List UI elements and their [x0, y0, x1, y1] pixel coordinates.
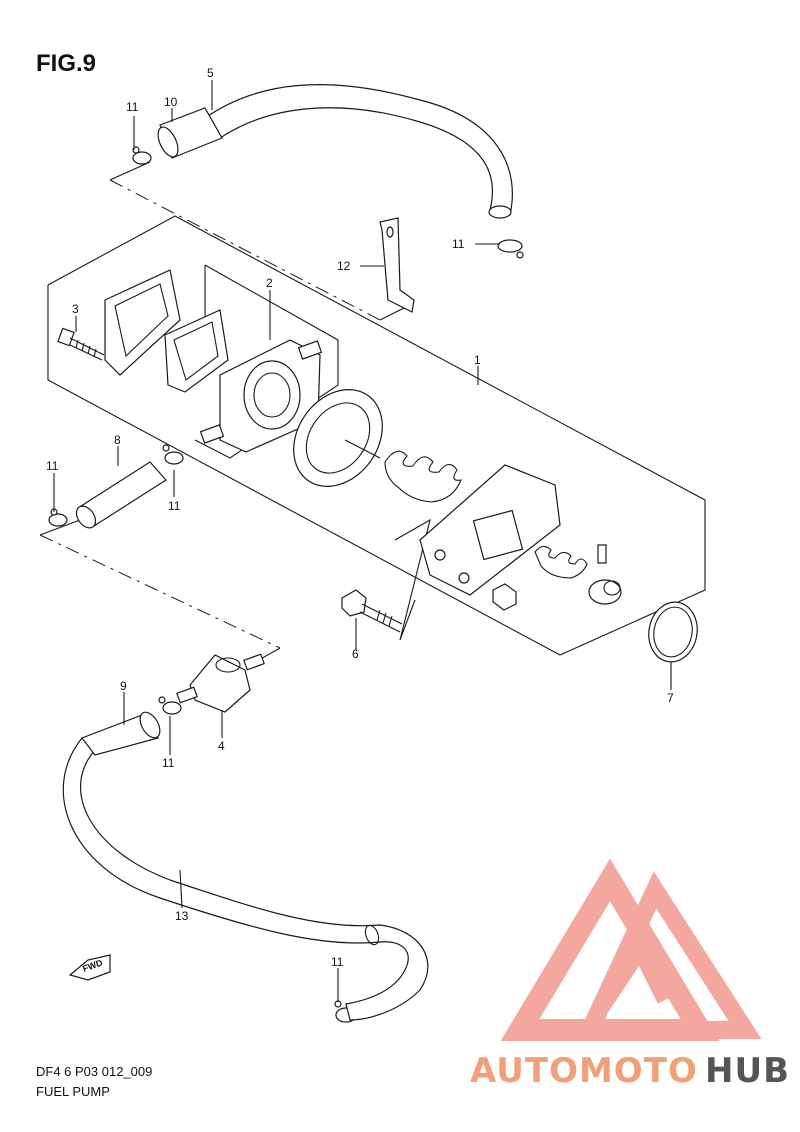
- clip-11-top-right: [497, 239, 524, 259]
- ref-5: 5: [207, 66, 214, 80]
- clip-11-mid-right: [162, 444, 184, 465]
- fwd-arrow-icon: FWD: [68, 954, 111, 981]
- nut: [492, 583, 517, 611]
- cover-plate: [104, 269, 181, 376]
- ref-1: 1: [474, 353, 481, 367]
- ref-11-mid-right: 11: [168, 499, 181, 513]
- ref-9: 9: [120, 679, 127, 693]
- pin: [597, 544, 607, 564]
- figure-title: FIG.9: [36, 50, 97, 77]
- gasket: [164, 309, 229, 393]
- o-ring-7: [648, 601, 698, 663]
- watermark-logo: [500, 858, 762, 1041]
- ref-4: 4: [218, 739, 225, 753]
- leader-lines: [53, 80, 672, 1002]
- ref-6: 6: [352, 647, 359, 661]
- clip-11-bottom: [158, 696, 182, 715]
- pump-body: [199, 339, 323, 453]
- ref-7: 7: [667, 691, 674, 705]
- diaphragm: [293, 389, 383, 487]
- valve-cap: [588, 579, 622, 605]
- hose-top: [157, 84, 513, 219]
- clip-11-mid-left: [48, 508, 68, 527]
- pipe-8: [75, 461, 167, 529]
- ref-13: 13: [175, 909, 189, 923]
- pump-cover: [419, 464, 561, 596]
- spring-large: [384, 450, 462, 503]
- ref-11-end: 11: [331, 955, 344, 969]
- bracket-12: [379, 217, 415, 313]
- spring-small: [534, 545, 588, 579]
- ref-2: 2: [266, 276, 273, 290]
- ref-8: 8: [114, 433, 121, 447]
- ref-10: 10: [164, 95, 178, 109]
- ref-11-bottom: 11: [162, 756, 175, 770]
- ref-11-mid-left: 11: [46, 459, 59, 473]
- watermark-word-2: HUB: [705, 1051, 790, 1091]
- ref-12: 12: [337, 259, 351, 273]
- ref-11-top-right: 11: [452, 237, 465, 251]
- hose-13: [62, 711, 429, 1021]
- assembly-frame: [47, 215, 706, 656]
- ref-3: 3: [72, 302, 79, 316]
- bottom-hose-frame: [39, 518, 431, 666]
- fuel-filter-4: [176, 653, 265, 713]
- figure-code: DF4 6 P03 012_009: [36, 1064, 153, 1079]
- ref-11-top-left: 11: [126, 100, 139, 114]
- screw-3: [57, 327, 105, 361]
- watermark-word-1: AUTOMOTO: [470, 1051, 698, 1091]
- bolt-6: [341, 589, 403, 633]
- clip-11-top-left: [132, 146, 152, 165]
- figure-name: FUEL PUMP: [36, 1084, 110, 1099]
